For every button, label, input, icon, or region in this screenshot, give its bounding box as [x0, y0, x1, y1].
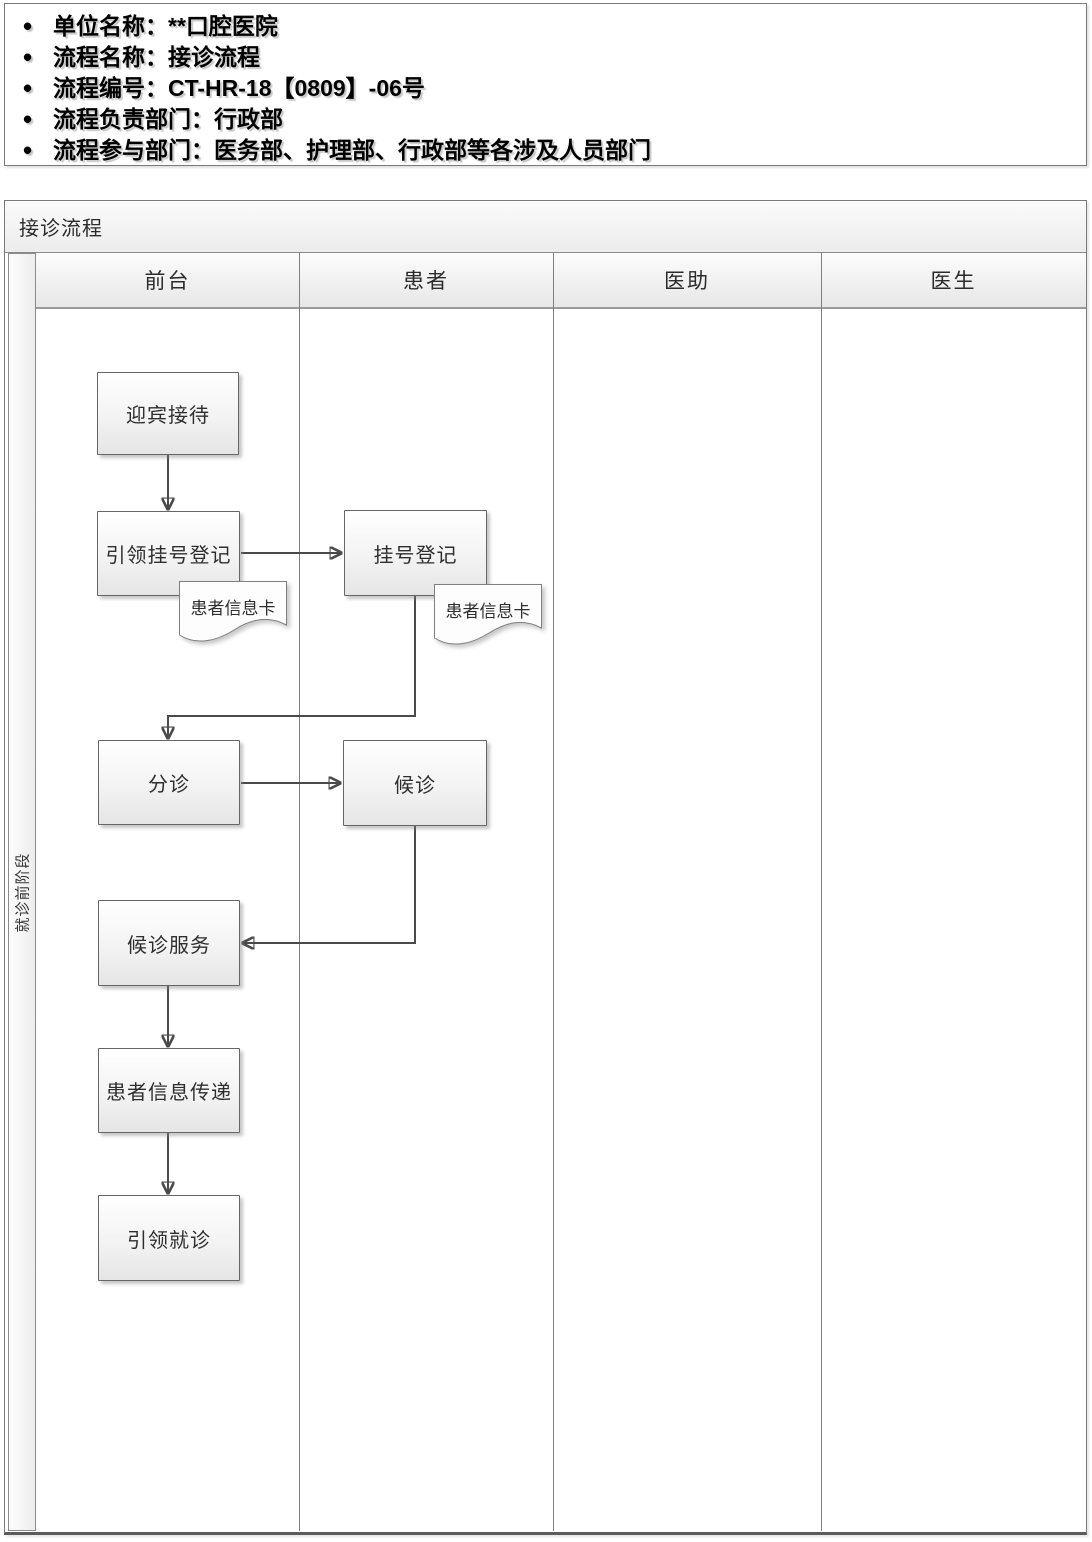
lane-divider-2	[553, 253, 554, 1531]
lane-header-patient: 患者	[299, 253, 553, 309]
node-triage: 分诊	[98, 740, 240, 825]
document-patient-info-card-2: 患者信息卡	[434, 584, 542, 650]
lane-header-doctor: 医生	[821, 253, 1086, 309]
document-patient-info-card-1: 患者信息卡	[179, 581, 287, 647]
lane-header-front-desk-label: 前台	[144, 270, 191, 293]
document-label: 患者信息卡	[445, 602, 531, 621]
connector-layer	[5, 455, 416, 1531]
info-item-responsible-dept: 流程负责部门：行政部	[23, 104, 1086, 135]
connector-wait-to-wait-service	[243, 826, 416, 943]
phase-band: 就诊前阶段	[8, 253, 36, 1531]
flowchart-frame: 接诊流程 就诊前阶段 前台 患者 医助 医生	[4, 200, 1087, 1535]
process-info-box: 单位名称：**口腔医院 流程名称：接诊流程 流程编号：CT-HR-18【0809…	[4, 3, 1087, 166]
document-shape-icon	[179, 581, 287, 642]
lane-header-medical-assistant: 医助	[553, 253, 821, 309]
node-patient-info-transfer: 患者信息传递	[98, 1048, 240, 1133]
info-item-process-name: 流程名称：接诊流程	[23, 42, 1086, 73]
lane-header-medical-assistant-label: 医助	[664, 270, 710, 293]
flowchart-body: 就诊前阶段 前台 患者 医助 医生	[5, 253, 1086, 1531]
lane-divider-1	[299, 253, 300, 1531]
node-registration: 挂号登记	[344, 510, 487, 596]
flowchart-title: 接诊流程	[5, 201, 1086, 253]
node-waiting-service: 候诊服务	[98, 900, 240, 986]
lane-header-front-desk: 前台	[36, 253, 299, 309]
connector-register-to-triage	[168, 596, 416, 738]
document-label: 患者信息卡	[190, 599, 276, 618]
node-guide-registration: 引领挂号登记	[97, 511, 240, 596]
document-shape-icon	[434, 584, 542, 645]
lane-divider-3	[821, 253, 822, 1531]
info-item-unit-name: 单位名称：**口腔医院	[23, 11, 1086, 42]
info-item-process-number: 流程编号：CT-HR-18【0809】-06号	[23, 73, 1086, 104]
info-item-participating-dept: 流程参与部门：医务部、护理部、行政部等各涉及人员部门	[23, 135, 1086, 166]
process-info-list: 单位名称：**口腔医院 流程名称：接诊流程 流程编号：CT-HR-18【0809…	[5, 11, 1086, 166]
node-guide-to-visit: 引领就诊	[98, 1195, 240, 1281]
lane-header-patient-label: 患者	[403, 270, 449, 293]
lane-header-doctor-label: 医生	[930, 270, 977, 293]
node-waiting: 候诊	[343, 740, 487, 826]
node-welcome-reception: 迎宾接待	[97, 372, 239, 455]
